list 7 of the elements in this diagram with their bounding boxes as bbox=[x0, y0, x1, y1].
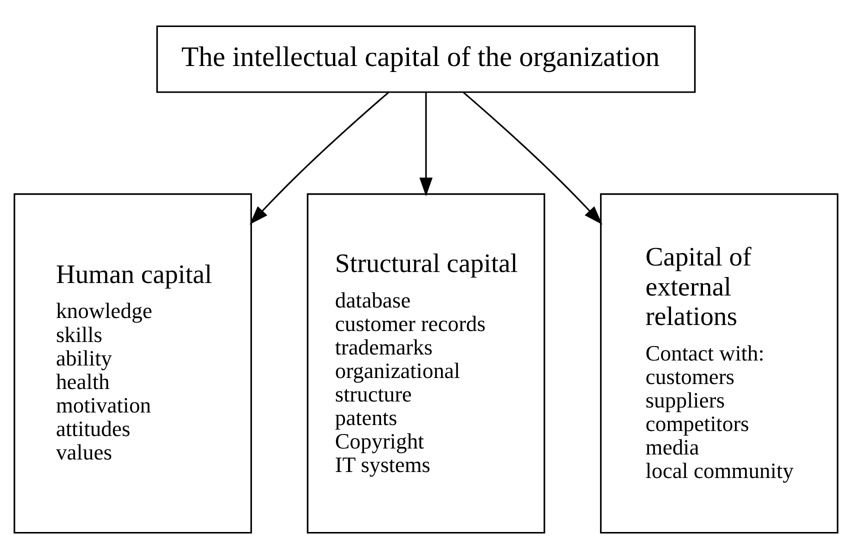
arrow bbox=[462, 91, 602, 224]
node-box: Human capital knowledge skills ability health motivation attitudes values bbox=[14, 192, 252, 534]
node-box: Capital of external relations Contact with: customers suppliers competitors media local community bbox=[600, 192, 838, 534]
arrow bbox=[250, 91, 390, 224]
node-box: The intellectual capital of the organization bbox=[156, 24, 696, 92]
node-box: Structural capital database customer records trademarks organizational structure patents Copyright IT systems bbox=[306, 192, 546, 534]
arrow bbox=[419, 92, 433, 196]
